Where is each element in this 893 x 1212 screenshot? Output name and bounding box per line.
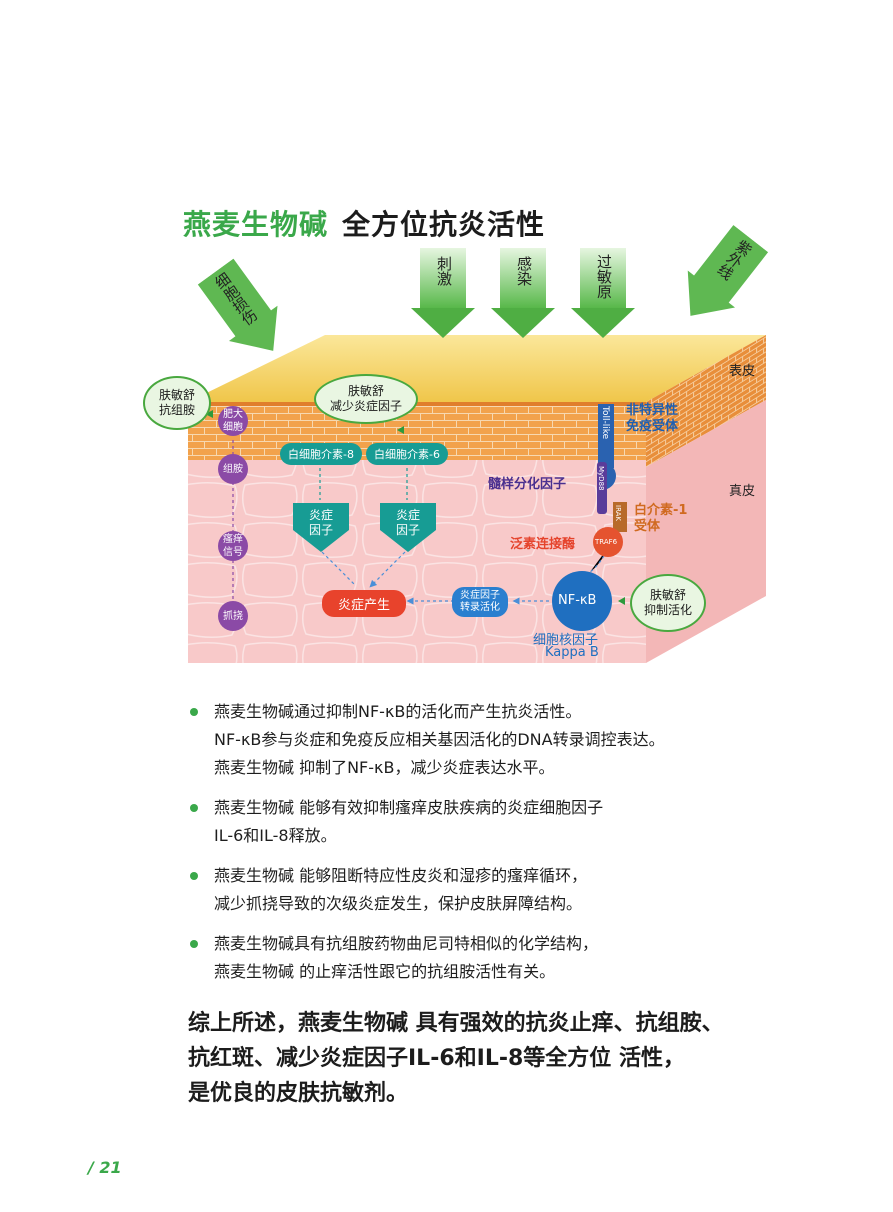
page-title: 燕麦生物碱全方位抗炎活性 [183,203,545,243]
inflam-factor-label-1: 炎症 因子 [309,508,334,537]
irritation-arrow: 刺激 [411,248,475,338]
transcription-pill: 炎症因子 转录活化 [452,587,508,617]
bullet-item: 燕麦生物碱 能够有效抑制瘙痒皮肤疾病的炎症细胞因子 IL-6和IL-8释放。 [188,794,788,850]
dermis-label: 真皮 [729,484,756,499]
inhibit-activation-bubble: 肤敏舒 抑制活化 [630,574,706,632]
bullet-line: 燕麦生物碱 能够有效抑制瘙痒皮肤疾病的炎症细胞因子 [214,798,604,817]
scratch-node: 抓挠 [218,601,248,631]
bullet-line: IL-6和IL-8释放。 [214,826,337,845]
title-highlight: 燕麦生物碱 [183,208,329,241]
bullet-line: 燕麦生物碱通过抑制NF-κB的活化而产生抗炎活性。 [214,702,582,721]
toll-like-label: Toll-like [600,406,610,440]
bullet-line: NF-κB参与炎症和免疫反应相关基因活化的DNA转录调控表达。 [214,730,665,749]
summary: 综上所述，燕麦生物碱 具有强效的抗炎止痒、抗组胺、 抗红斑、减少炎症因子IL-6… [188,1006,724,1111]
il1-receptor-label: 白介素-1 受体 [634,503,688,534]
itch-signal-node: 瘙痒 信号 [218,531,248,561]
summary-line: 是优良的皮肤抗敏剂。 [188,1081,409,1106]
summary-line: 综上所述，燕麦生物碱 具有强效的抗炎止痒、抗组胺、 [188,1011,724,1036]
bullet-line: 燕麦生物碱 抑制了NF-κB，减少炎症表达水平。 [214,758,555,777]
bullet-line: 燕麦生物碱 的止痒活性跟它的抗组胺活性有关。 [214,962,556,981]
allergen-label: 过敏原 [595,254,613,299]
infection-arrow: 感染 [491,248,555,338]
irritation-label: 刺激 [435,256,453,286]
allergen-arrow: 过敏原 [571,248,635,338]
il8-pill: 白细胞介素-8 [280,443,362,465]
bullet-line: 燕麦生物碱 能够阻断特应性皮炎和湿疹的瘙痒循环， [214,866,588,885]
bullet-line: 燕麦生物碱具有抗组胺药物曲尼司特相似的化学结构， [214,934,599,953]
antihistamine-bubble: 肤敏舒 抗组胺 [143,376,211,430]
kappa-b-label: Kappa B [545,645,599,660]
nfkb-circle [552,571,612,631]
histamine-node: 组胺 [218,454,248,484]
myd88-label: MyD88 [597,466,605,491]
ubiquitin-enzyme-label: 泛素连接酶 [510,537,576,552]
irak-bar [613,502,627,532]
uv-arrow: 紫外线 [666,220,775,336]
infection-label: 感染 [515,256,533,286]
traf6-circle [593,527,623,557]
summary-line: 抗红斑、减少炎症因子IL-6和IL-8等全方位 活性， [188,1046,685,1071]
skin-diagram [188,335,766,663]
traf6-label: TRAF6 [595,538,618,546]
il6-pill: 白细胞介素-6 [366,443,448,465]
bullet-item: 燕麦生物碱 能够阻断特应性皮炎和湿疹的瘙痒循环， 减少抓挠导致的次级炎症发生，保… [188,862,788,918]
irak-label: IRAK [614,505,622,522]
dermis-layer [188,460,646,663]
myd88-bar [597,462,607,514]
nonspecific-receptor-label: 非特异性 免疫受体 [626,403,679,434]
page-number: / 21 [88,1158,122,1177]
cell-damage-arrow: 细胞损伤 [191,254,298,370]
toll-like-receptor [598,404,614,468]
bullet-line: 减少抓挠导致的次级炎症发生，保护皮肤屏障结构。 [214,894,583,913]
title-rest: 全方位抗炎活性 [342,208,546,241]
nfkb-label: NF-κB [558,593,597,608]
reduce-factor-bubble: 肤敏舒 减少炎症因子 [314,374,418,424]
nuclear-factor-label: 细胞核因子 [533,633,599,648]
inflammation-pill: 炎症产生 [322,590,407,617]
mast-cell: 肥大 细胞 [218,406,248,436]
bullet-item: 燕麦生物碱通过抑制NF-κB的活化而产生抗炎活性。 NF-κB参与炎症和免疫反应… [188,698,788,782]
myeloid-factor-label: 髓样分化因子 [488,477,567,492]
epidermis-label: 表皮 [729,364,756,379]
inflam-factor-shape-1 [293,503,349,552]
inflam-factor-shape-2 [380,503,436,552]
bullet-item: 燕麦生物碱具有抗组胺药物曲尼司特相似的化学结构， 燕麦生物碱 的止痒活性跟它的抗… [188,930,788,986]
inflam-factor-label-2: 炎症 因子 [396,508,421,537]
bullet-list: 燕麦生物碱通过抑制NF-κB的活化而产生抗炎活性。 NF-κB参与炎症和免疫反应… [188,698,788,998]
